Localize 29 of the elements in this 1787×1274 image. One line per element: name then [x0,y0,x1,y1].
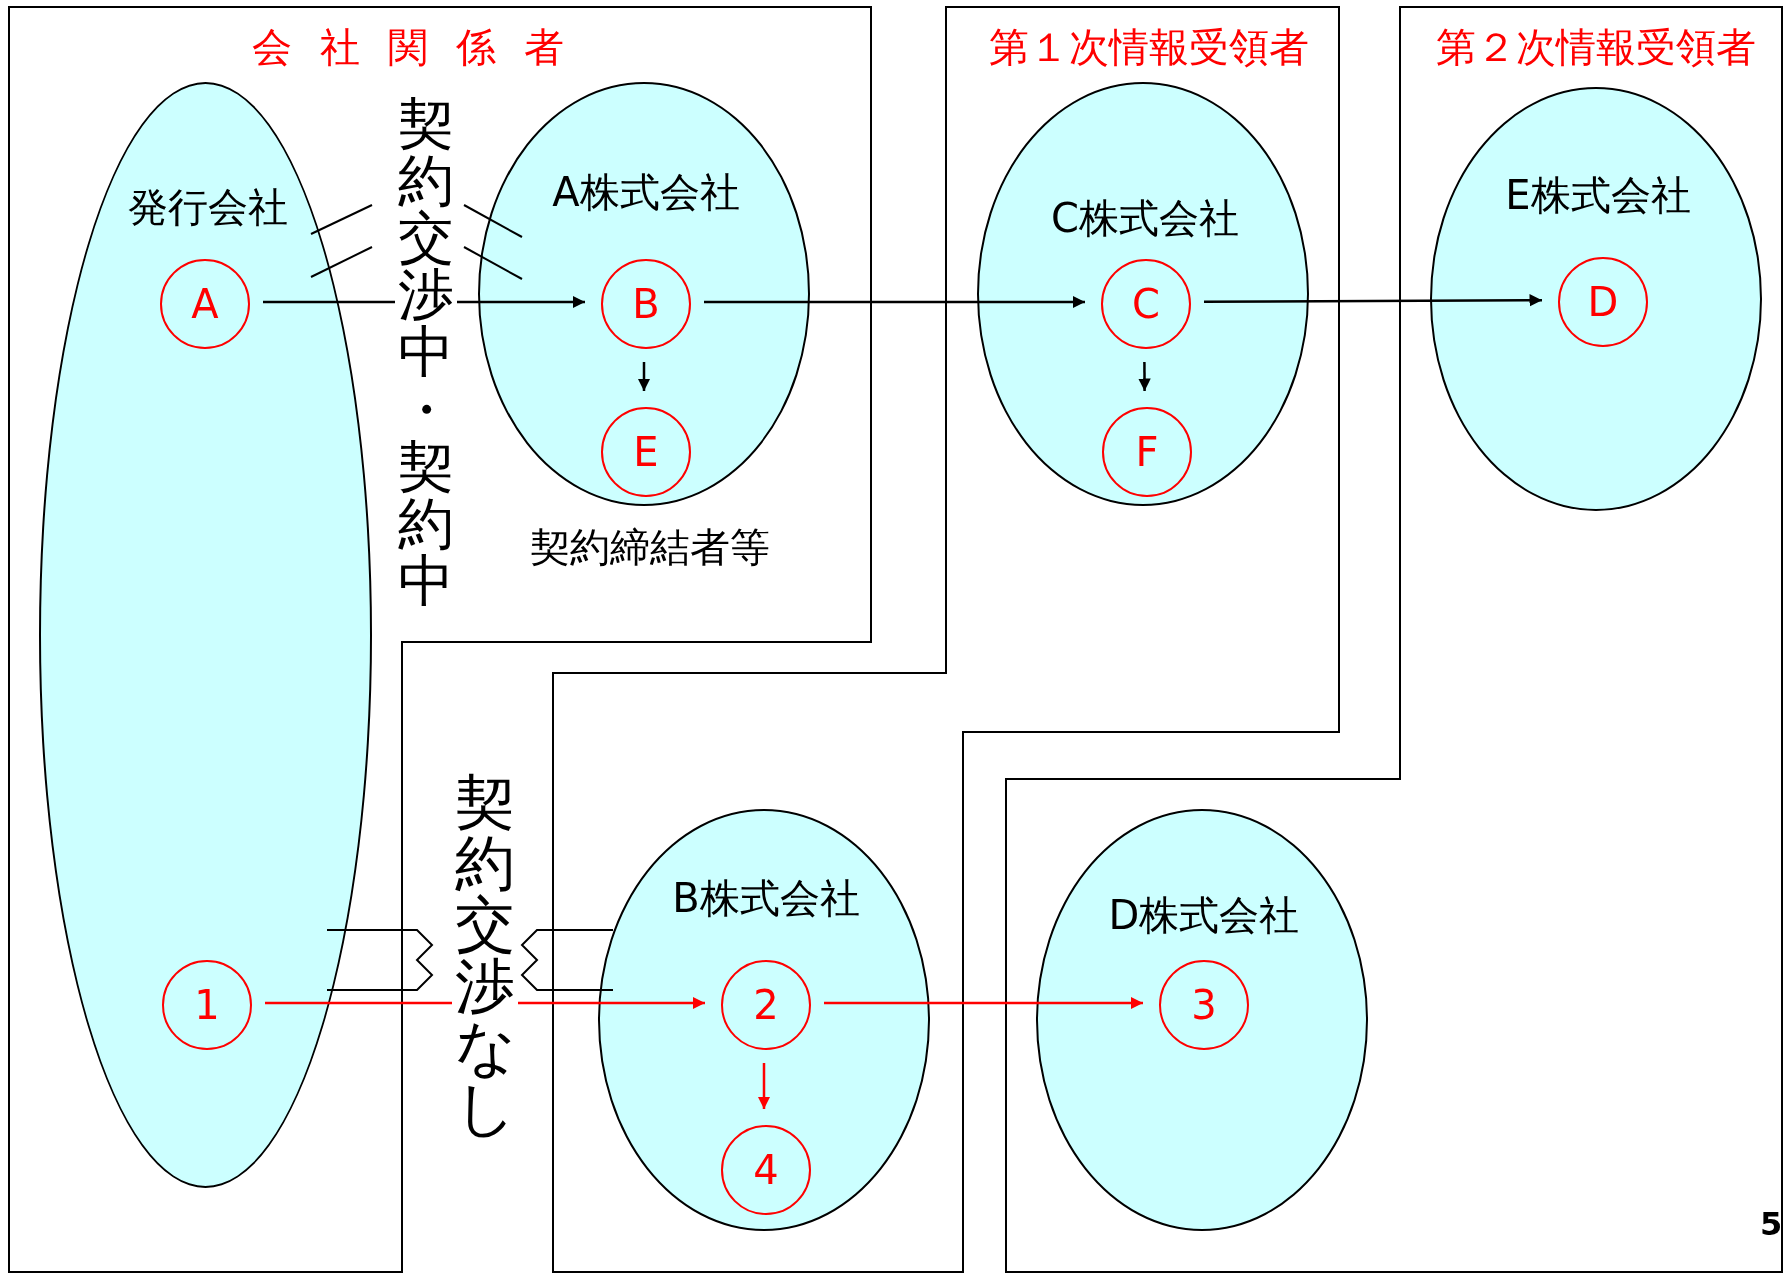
arrow [704,295,1085,309]
ellipse-title: B株式会社 [672,874,860,923]
marker-circle: B [601,259,691,349]
page-number: 5 [1760,1205,1783,1243]
arrow [757,1063,771,1109]
marker-circle: A [160,259,250,349]
vertical-note: 契約交渉中・契約中 [395,95,457,609]
region-title: 第２次情報受領者 [1436,23,1756,72]
ellipse-title: A株式会社 [552,168,740,217]
region-title: 会社関係者 [252,23,592,72]
marker-circle: D [1558,257,1648,347]
marker-circle: F [1102,407,1192,497]
marker-circle: C [1101,259,1191,349]
arrow [1204,294,1542,307]
marker-circle: 3 [1159,960,1249,1050]
arrow [637,362,651,391]
marker-circle: 2 [721,960,811,1050]
node-caption: 契約締結者等 [530,523,770,572]
ellipse-title: D株式会社 [1108,891,1300,940]
ellipse-title: 発行会社 [127,183,288,232]
marker-circle: 1 [162,960,252,1050]
ellipse-title: C株式会社 [1051,194,1239,243]
vertical-note: 契約交渉なし [452,772,518,1140]
arrow [824,996,1143,1010]
arrow [1138,362,1151,391]
ellipse-title: E株式会社 [1505,171,1691,220]
region-title: 第１次情報受領者 [989,23,1309,72]
marker-circle: E [601,407,691,497]
marker-circle: 4 [721,1125,811,1215]
